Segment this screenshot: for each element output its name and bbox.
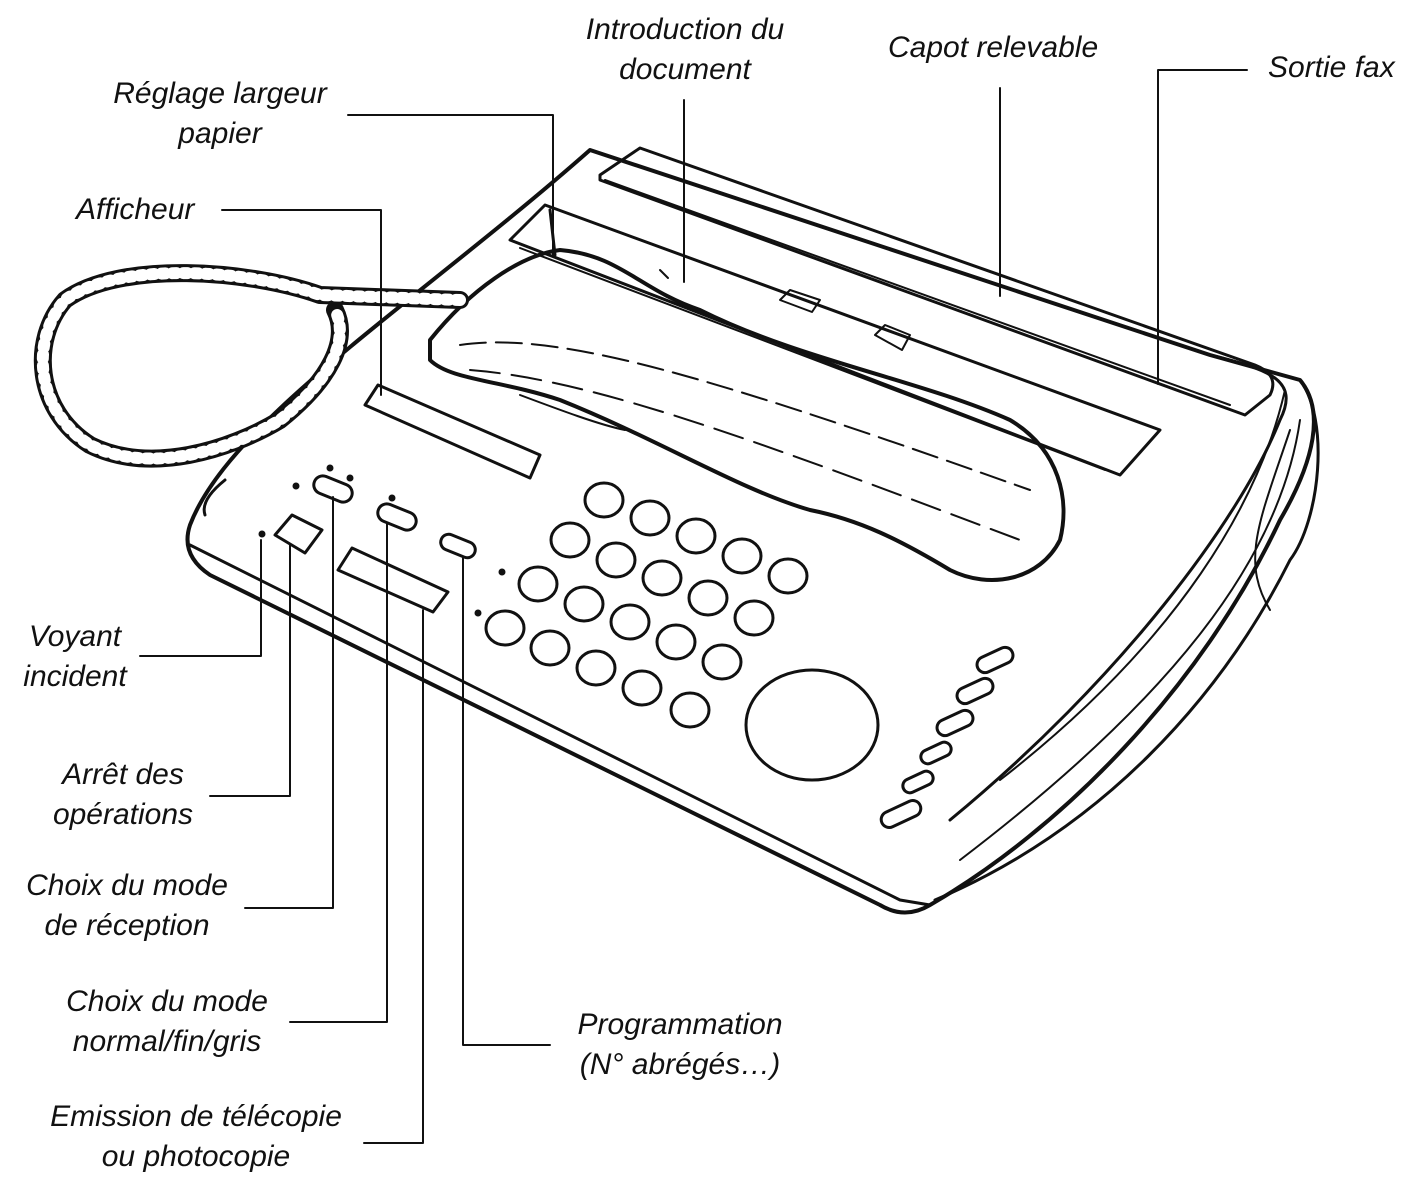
- label-introduction: Introduction du document: [585, 13, 785, 86]
- label-reglage: Réglage largeur papier: [113, 77, 327, 150]
- send-copy-button: [336, 546, 450, 614]
- quality-mode-button: [376, 502, 418, 532]
- label-afficheur: Afficheur: [76, 193, 195, 226]
- leader-normal: [289, 523, 388, 1023]
- fax-front-edge: [188, 543, 932, 907]
- function-keys: [879, 645, 1015, 829]
- fax-base-outline: [185, 148, 1316, 915]
- fax-lid: [598, 146, 1275, 417]
- display-window: [363, 383, 542, 480]
- leader-reception: [244, 496, 334, 909]
- start-dial: [744, 668, 880, 782]
- leader-arret: [209, 544, 291, 797]
- label-emission: Emission de télécopie ou photocopie: [50, 1100, 342, 1173]
- leader-lines: [139, 69, 1248, 1144]
- label-normal: Choix du mode normal/fin/gris: [66, 985, 268, 1058]
- leader-programmation: [462, 556, 551, 1046]
- programming-button: [439, 532, 477, 560]
- paper-slot: [508, 203, 1162, 477]
- leader-afficheur: [221, 209, 382, 396]
- fax-top-front-edge: [202, 478, 227, 517]
- handset: [428, 248, 1066, 582]
- label-sortie: Sortie fax: [1268, 51, 1395, 84]
- label-voyant: Voyant incident: [23, 620, 127, 693]
- label-reception: Choix du mode de réception: [26, 869, 228, 942]
- leader-reglage: [347, 114, 554, 257]
- label-programmation: Programmation (N° abrégés…): [577, 1008, 783, 1081]
- keypad: [484, 481, 809, 729]
- reception-mode-button: [312, 474, 354, 504]
- leader-voyant: [139, 539, 262, 657]
- leader-sortie: [1157, 69, 1248, 385]
- leader-emission: [363, 609, 424, 1144]
- label-capot: Capot relevable: [888, 31, 1099, 64]
- label-arret: Arrêt des opérations: [52, 758, 194, 831]
- fax-side-panel: [933, 378, 1320, 902]
- stop-button: [273, 513, 324, 555]
